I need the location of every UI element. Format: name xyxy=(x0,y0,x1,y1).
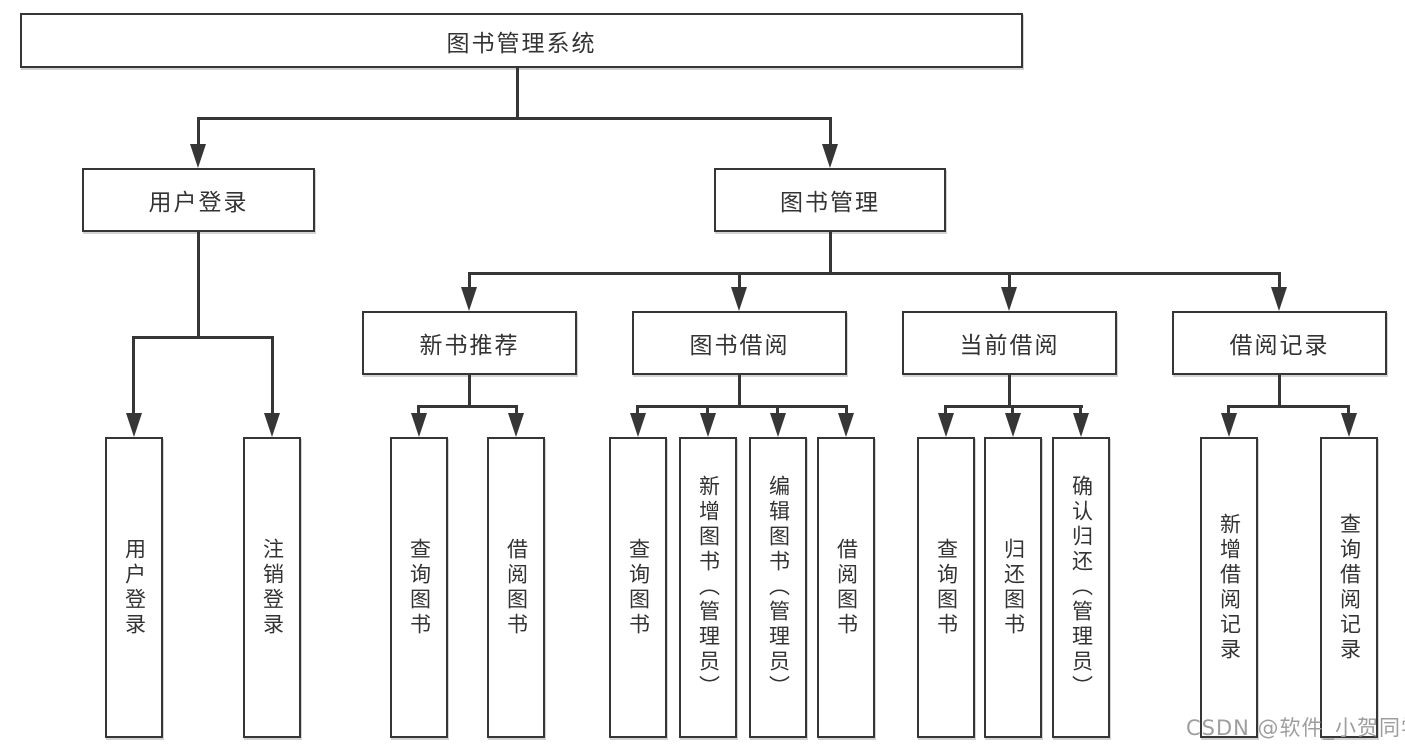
connector-bar xyxy=(1227,405,1350,408)
arrow-down-icon xyxy=(1271,287,1287,311)
leaf-bb-borrow-label: 借阅图书 xyxy=(834,537,859,638)
node-user-login-label: 用户登录 xyxy=(148,190,249,216)
connector-stub xyxy=(468,273,471,291)
leaf-br-query-label: 查询借阅记录 xyxy=(1337,512,1362,663)
leaf-user-login: 用户登录 xyxy=(105,437,163,738)
node-borrow-record: 借阅记录 xyxy=(1172,311,1387,375)
leaf-cb-confirm: 确认归还（管理员） xyxy=(1052,437,1110,738)
leaf-bb-borrow: 借阅图书 xyxy=(817,437,875,738)
arrow-down-icon xyxy=(190,144,206,168)
node-root: 图书管理系统 xyxy=(20,13,1023,68)
leaf-cb-return-label: 归还图书 xyxy=(1001,537,1026,638)
node-new-book: 新书推荐 xyxy=(362,311,577,375)
connector-stub xyxy=(1008,273,1011,291)
arrow-down-icon xyxy=(126,413,142,437)
arrow-down-icon xyxy=(508,413,524,437)
node-book-mgmt: 图书管理 xyxy=(714,168,946,232)
node-root-label: 图书管理系统 xyxy=(446,30,597,57)
connector-trunk xyxy=(738,375,741,407)
connector-user-stub xyxy=(197,118,200,150)
node-book-borrow: 图书借阅 xyxy=(632,311,847,375)
leaf-nb-query-label: 查询图书 xyxy=(407,537,432,638)
leaf-br-query: 查询借阅记录 xyxy=(1320,437,1378,738)
leaf-bb-edit-label: 编辑图书（管理员） xyxy=(766,475,791,700)
connector-trunk xyxy=(468,375,471,407)
arrow-down-icon xyxy=(770,413,786,437)
node-current-borrow-label: 当前借阅 xyxy=(959,333,1060,359)
connector-stub xyxy=(271,337,274,419)
node-book-mgmt-label: 图书管理 xyxy=(780,190,880,216)
arrow-down-icon xyxy=(822,144,838,168)
connector-stub xyxy=(132,337,135,419)
leaf-logout-label: 注销登录 xyxy=(260,537,285,638)
arrow-down-icon xyxy=(1221,413,1237,437)
node-new-book-label: 新书推荐 xyxy=(419,333,520,359)
leaf-cb-query: 查询图书 xyxy=(917,437,975,738)
leaf-cb-return: 归还图书 xyxy=(984,437,1042,738)
connector-trunk xyxy=(1008,375,1011,407)
leaf-bb-add: 新增图书（管理员） xyxy=(679,437,737,738)
connector-level2-bar xyxy=(468,272,1281,275)
leaf-br-add-label: 新增借阅记录 xyxy=(1217,512,1242,663)
node-borrow-record-label: 借阅记录 xyxy=(1229,333,1330,359)
arrow-down-icon xyxy=(1001,287,1017,311)
leaf-bb-query-label: 查询图书 xyxy=(626,537,651,638)
arrow-down-icon xyxy=(731,287,747,311)
leaf-cb-query-label: 查询图书 xyxy=(934,537,959,638)
arrow-down-icon xyxy=(264,413,280,437)
node-user-login: 用户登录 xyxy=(82,168,315,232)
csdn-watermark: CSDN @软件_小贺同学 xyxy=(1186,716,1405,740)
connector-user-bar xyxy=(132,336,274,339)
leaf-cb-confirm-label: 确认归还（管理员） xyxy=(1069,475,1094,700)
arrow-down-icon xyxy=(411,413,427,437)
node-book-borrow-label: 图书借阅 xyxy=(689,333,790,359)
connector-root-trunk xyxy=(516,68,519,119)
leaf-bb-edit: 编辑图书（管理员） xyxy=(749,437,807,738)
leaf-bb-add-label: 新增图书（管理员） xyxy=(696,475,721,700)
arrow-down-icon xyxy=(461,287,477,311)
leaf-logout: 注销登录 xyxy=(243,437,301,738)
node-current-borrow: 当前借阅 xyxy=(902,311,1117,375)
leaf-bb-query: 查询图书 xyxy=(609,437,667,738)
leaf-nb-borrow: 借阅图书 xyxy=(487,437,545,738)
arrow-down-icon xyxy=(700,413,716,437)
connector-book-stub xyxy=(829,118,832,150)
leaf-br-add: 新增借阅记录 xyxy=(1200,437,1258,738)
connector-bar xyxy=(636,405,848,408)
connector-stub xyxy=(1278,273,1281,291)
leaf-nb-query: 查询图书 xyxy=(390,437,448,738)
connector-trunk xyxy=(1278,375,1281,407)
connector-user-trunk xyxy=(197,232,200,338)
leaf-user-login-label: 用户登录 xyxy=(122,537,147,638)
arrow-down-icon xyxy=(1073,413,1089,437)
connector-stub xyxy=(738,273,741,291)
connector-book-trunk xyxy=(829,232,832,274)
connector-level1-bar xyxy=(197,117,832,120)
arrow-down-icon xyxy=(1005,413,1021,437)
connector-bar xyxy=(417,405,518,408)
leaf-nb-borrow-label: 借阅图书 xyxy=(504,537,529,638)
arrow-down-icon xyxy=(838,413,854,437)
arrow-down-icon xyxy=(1341,413,1357,437)
arrow-down-icon xyxy=(938,413,954,437)
arrow-down-icon xyxy=(630,413,646,437)
